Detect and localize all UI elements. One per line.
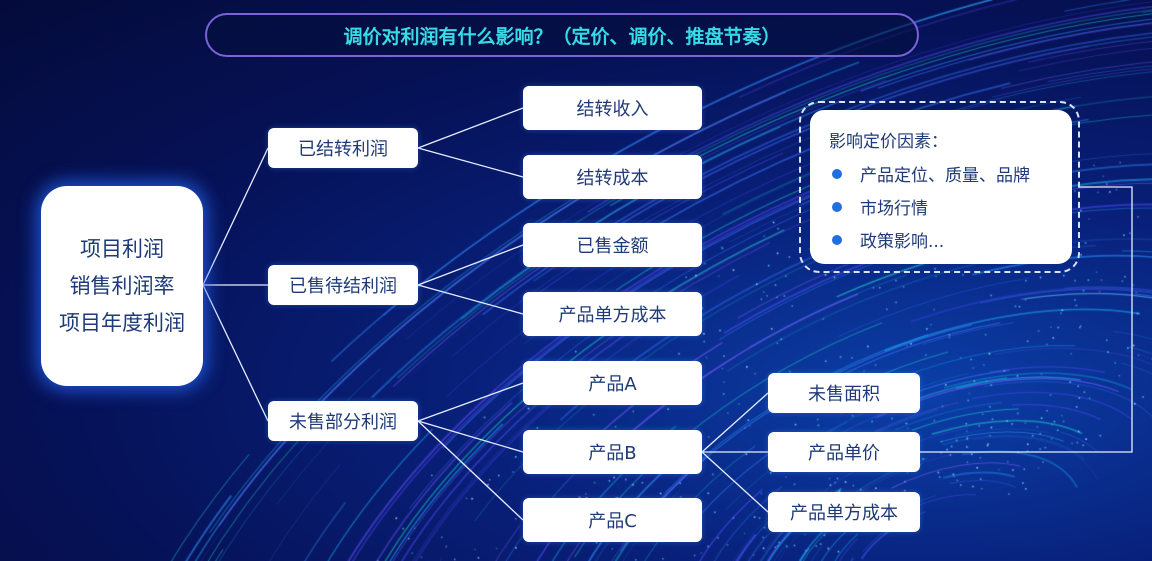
connector-factors-unit-price (920, 186, 1133, 453)
diagram-title: 调价对利润有什么影响？（定价、调价、推盘节奏） (205, 13, 919, 57)
root-node-project-profit: 项目利润 销售利润率 项目年度利润 (41, 186, 203, 386)
factor-label: 产品定位、质量、品牌 (860, 166, 1030, 186)
pricing-factors-box: 影响定价因素： 产品定位、质量、品牌 市场行情 政策影响... (810, 110, 1072, 264)
node-sold-pending-profit: 已售待结利润 (268, 265, 418, 305)
node-product-c: 产品C (523, 498, 702, 542)
connector-transferred-cost (417, 147, 524, 178)
factor-item: 产品定位、质量、品牌 (829, 157, 1072, 190)
node-unsold-area: 未售面积 (768, 373, 920, 413)
bullet-dot-icon (832, 234, 842, 245)
connector-unit-cost-a (417, 284, 524, 315)
root-line-sales-margin: 销售利润率 (69, 273, 175, 298)
node-transferred-cost: 结转成本 (523, 155, 702, 199)
connector-sold-amount (417, 244, 524, 286)
factor-item: 市场行情 (829, 190, 1072, 223)
connector-product-b (417, 420, 524, 453)
node-transferred-profit: 已结转利润 (268, 128, 418, 168)
node-product-a: 产品A (523, 361, 702, 405)
factors-dashed-frame (799, 101, 1080, 273)
bullet-dot-icon (832, 201, 842, 212)
node-unit-cost-b: 产品单方成本 (768, 492, 920, 532)
root-line-project-profit: 项目利润 (80, 236, 164, 261)
node-unit-cost-a: 产品单方成本 (523, 292, 702, 336)
root-line-annual-profit: 项目年度利润 (59, 310, 185, 335)
connector-product-c (417, 420, 524, 521)
connector-root-unsold (202, 284, 269, 422)
connector-unit-cost-b (701, 451, 769, 513)
factors-title: 影响定价因素： (829, 132, 948, 152)
bullet-dot-icon (832, 168, 842, 179)
node-unsold-profit: 未售部分利润 (268, 401, 418, 441)
connector-product-a (417, 382, 524, 422)
node-unit-price: 产品单价 (768, 432, 920, 472)
connector-unsold-area (701, 392, 769, 453)
factor-label: 政策影响... (860, 232, 945, 252)
node-transferred-income: 结转收入 (523, 86, 702, 130)
connector-transferred-income (417, 107, 524, 149)
connector-root-transferred (202, 147, 269, 286)
factor-label: 市场行情 (860, 199, 928, 219)
node-sold-amount: 已售金额 (523, 223, 702, 267)
node-product-b: 产品B (523, 430, 702, 474)
factor-item: 政策影响... (829, 223, 1072, 256)
